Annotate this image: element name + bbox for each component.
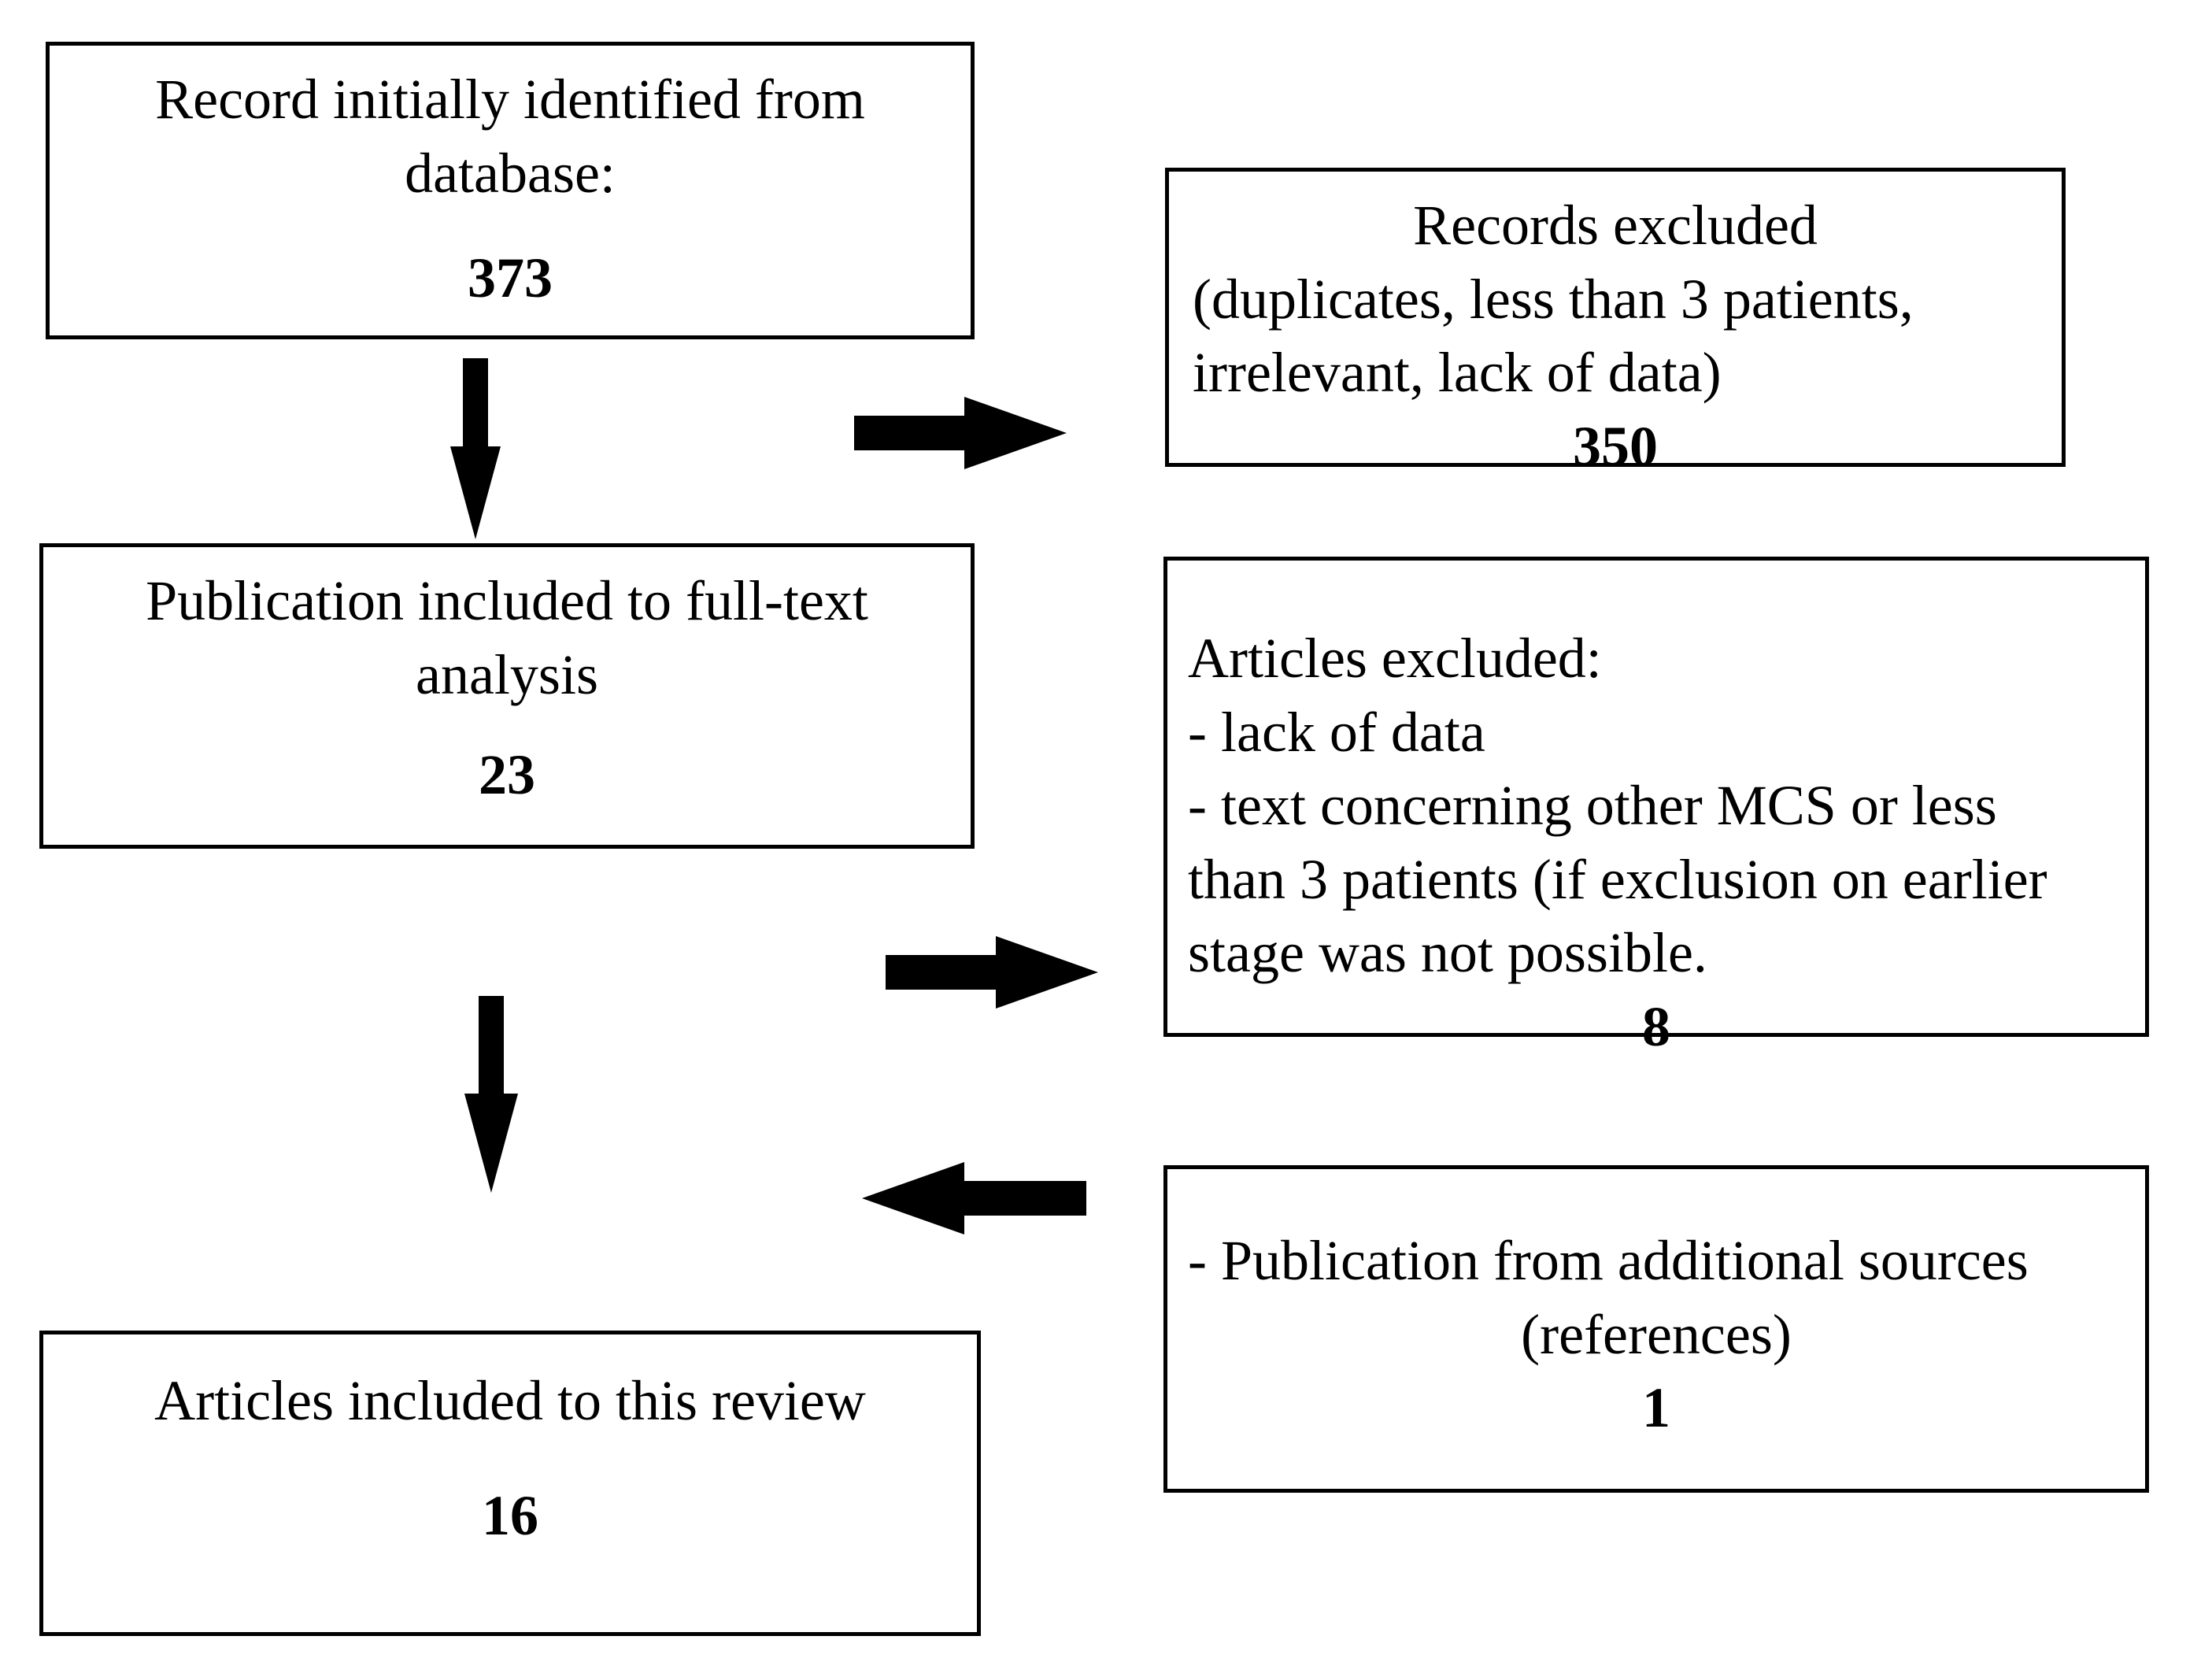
articles-included-line1: Articles included to this review	[154, 1369, 866, 1432]
articles-excluded-line1: Articles excluded:	[1188, 627, 1602, 690]
box-articles-excluded: Articles excluded: - lack of data - text…	[1163, 557, 2149, 1058]
articles-excluded-line4: than 3 patients (if exclusion on earlier	[1188, 847, 2047, 911]
articles-included-count: 16	[482, 1483, 538, 1547]
records-excluded-count: 350	[1573, 414, 1658, 478]
articles-excluded-line2: - lack of data	[1188, 700, 1485, 764]
right-arrow-to-articles-excluded	[886, 936, 1098, 1009]
publication-fulltext-line1: Publication included to full-text	[146, 569, 868, 632]
articles-excluded-line5: stage was not possible.	[1188, 921, 1707, 985]
records-identified-line1: Record initially identified from	[155, 68, 865, 131]
additional-sources-line1: - Publication from additional sources	[1188, 1229, 2029, 1292]
articles-excluded-count: 8	[1642, 994, 1670, 1058]
records-excluded-line2: (duplicates, less than 3 patients,	[1193, 267, 1914, 331]
down-arrow-identified-to-fulltext	[450, 358, 501, 539]
left-arrow-from-additional-sources	[862, 1162, 1086, 1234]
records-excluded-line3: irrelevant, lack of data)	[1193, 341, 1722, 405]
box-additional-sources: - Publication from additional sources (r…	[1163, 1165, 2149, 1493]
additional-sources-count: 1	[1642, 1376, 1670, 1440]
box-records-excluded: Records excluded (duplicates, less than …	[1165, 168, 2066, 478]
box-articles-included: Articles included to this review 16	[39, 1331, 981, 1636]
box-publication-fulltext: Publication included to full-text analys…	[39, 543, 975, 849]
records-excluded-line1: Records excluded	[1413, 194, 1818, 257]
records-identified-count: 373	[468, 246, 553, 310]
box-records-identified: Record initially identified from databas…	[46, 42, 975, 339]
publication-fulltext-line2: analysis	[416, 642, 598, 706]
publication-fulltext-count: 23	[479, 743, 535, 807]
down-arrow-fulltext-to-included	[464, 996, 518, 1193]
articles-excluded-line3: - text concerning other MCS or less	[1188, 774, 1997, 838]
right-arrow-to-records-excluded	[854, 397, 1067, 469]
additional-sources-line2: (references)	[1521, 1302, 1792, 1366]
records-identified-line2: database:	[405, 141, 616, 205]
